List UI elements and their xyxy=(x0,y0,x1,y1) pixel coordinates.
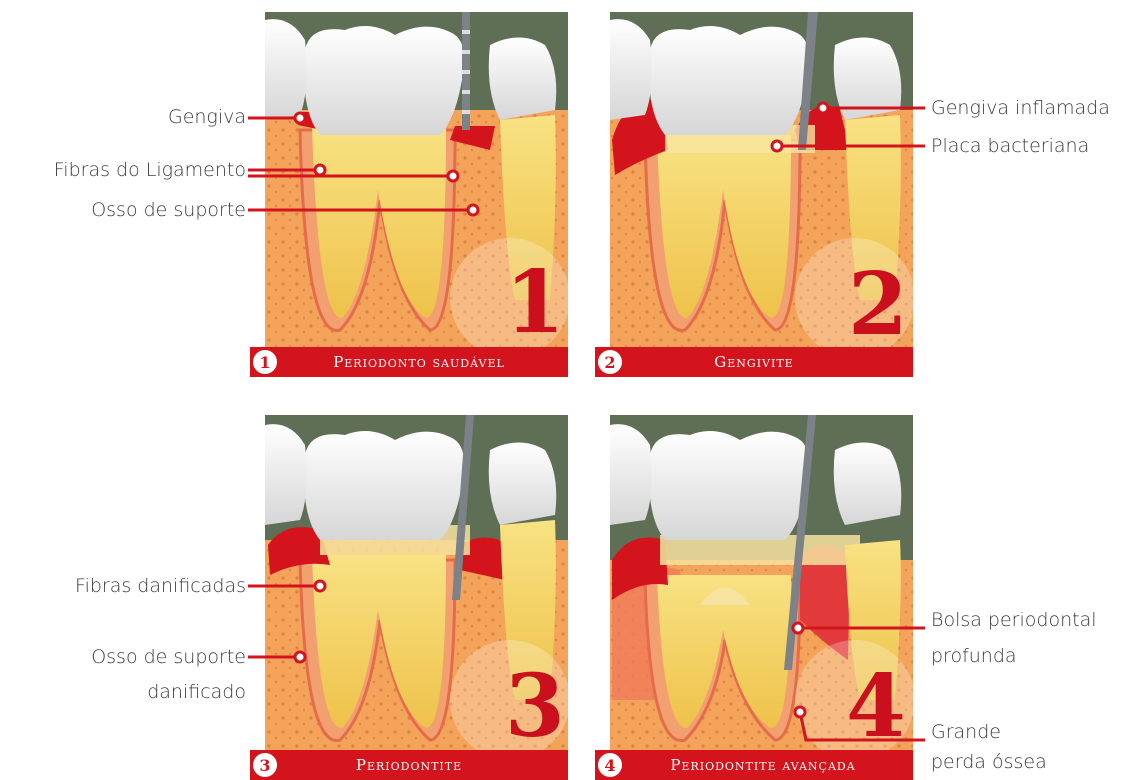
label-gengiva: Gengiva xyxy=(168,105,246,129)
caption-bar-1: Periodonto saudável xyxy=(250,347,568,377)
caption-bar-2: Gengivite xyxy=(595,347,913,377)
label-perda-line2: perda óssea xyxy=(931,750,1047,774)
stage-number-3: 3 xyxy=(505,664,565,750)
caption-text-3: Periodontite xyxy=(356,756,462,774)
caption-text-4: Periodontite avançada xyxy=(652,756,855,774)
label-gengiva-inflamada: Gengiva inflamada xyxy=(931,96,1110,120)
caption-bar-3: Periodontite xyxy=(250,750,568,780)
label-bolsa-line1: Bolsa periodontal xyxy=(931,608,1097,632)
label-osso-danificado-line2: danificado xyxy=(147,680,246,704)
caption-badge-1: 1 xyxy=(253,350,277,374)
caption-text-2: Gengivite xyxy=(714,353,793,371)
probe-1 xyxy=(462,12,470,130)
caption-text-1: Periodonto saudável xyxy=(313,353,505,371)
label-osso-danificado-line1: Osso de suporte xyxy=(91,645,246,669)
label-fibras-danificadas: Fibras danificadas xyxy=(75,574,246,598)
caption-badge-2: 2 xyxy=(598,350,622,374)
label-fibras-ligamento: Fibras do Ligamento xyxy=(54,158,246,182)
label-perda-line1: Grande xyxy=(931,720,1001,744)
label-placa-bacteriana: Placa bacteriana xyxy=(931,134,1089,158)
label-bolsa-line2: profunda xyxy=(931,644,1017,668)
caption-badge-3: 3 xyxy=(253,753,277,777)
caption-bar-4: Periodontite avançada xyxy=(595,750,913,780)
caption-badge-4: 4 xyxy=(598,753,622,777)
stage-number-2: 2 xyxy=(848,262,908,348)
stage-number-4: 4 xyxy=(846,664,906,750)
label-osso-suporte: Osso de suporte xyxy=(91,198,246,222)
stage-number-1: 1 xyxy=(505,260,565,346)
